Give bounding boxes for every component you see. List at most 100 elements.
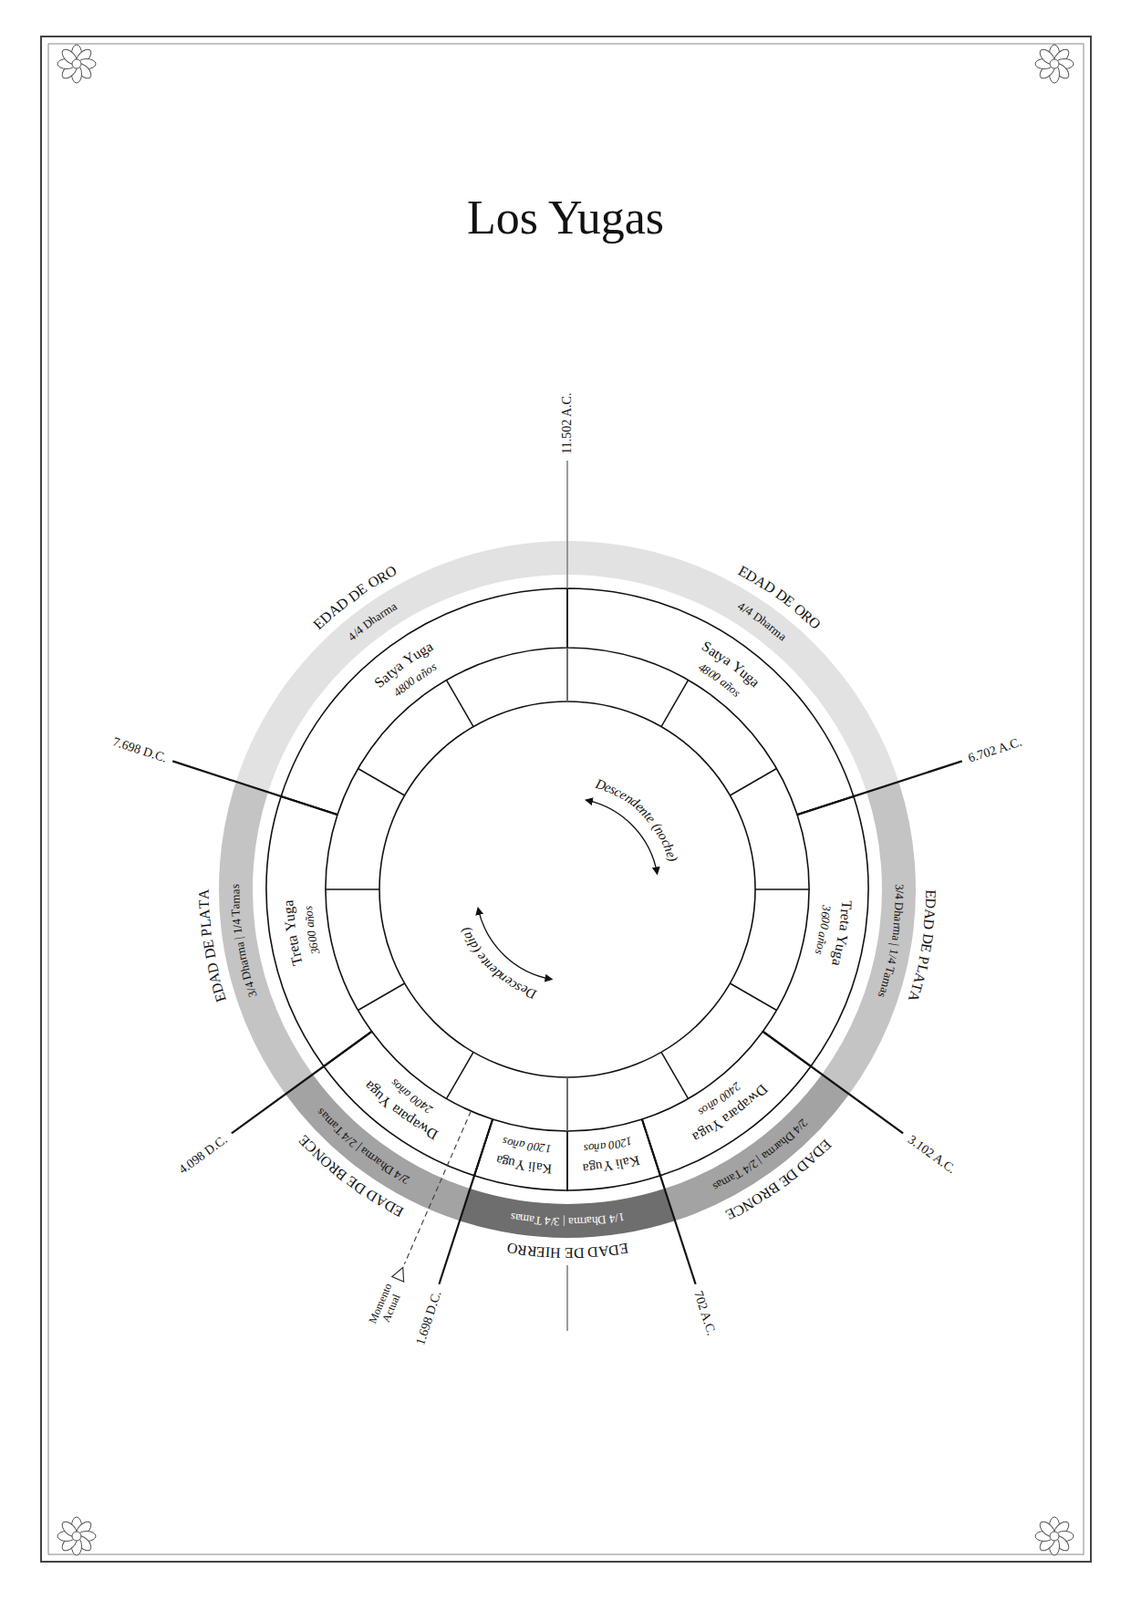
age-band: EDAD DE BRONCE2/4 Dharma | 2/4 Tamas xyxy=(661,1070,875,1250)
band-shape xyxy=(564,510,928,796)
age-band: EDAD DE BRONCE2/4 Dharma | 2/4 Tamas xyxy=(259,1070,474,1250)
corner-ornament xyxy=(1035,44,1074,84)
glyph: D xyxy=(921,897,939,909)
glyph: a xyxy=(586,1213,593,1227)
band-fill xyxy=(821,781,916,1095)
sector-border xyxy=(474,1119,568,1191)
ornament-center xyxy=(72,1531,82,1541)
yuga-duration: 1200 años xyxy=(498,1133,556,1156)
glyph: a xyxy=(568,1214,574,1228)
ring-divider xyxy=(661,680,689,727)
corner-ornament xyxy=(57,44,96,84)
glyph: 1 xyxy=(544,1141,552,1155)
corner-ornament xyxy=(57,1516,96,1556)
yuga-sector: Dwapara Yuga2400 años xyxy=(638,1027,814,1179)
dharma-ratio: 3/4 Dharma | 1/4 Tamas xyxy=(874,879,907,1002)
yuga-duration: 4800 años xyxy=(390,660,441,701)
glyph: T xyxy=(837,899,855,910)
glyph: R xyxy=(526,1241,538,1259)
glyph: / xyxy=(549,1214,554,1228)
band-fill xyxy=(236,540,568,792)
age-name: EDAD DE PLATA xyxy=(903,883,940,1007)
glyph: K xyxy=(541,1159,553,1176)
date-label: 1.698 D.C. xyxy=(413,1288,445,1347)
glyph xyxy=(560,1214,564,1228)
glyph: a xyxy=(581,1159,590,1176)
age-name: EDAD DE ORO xyxy=(310,561,401,633)
sector-outline xyxy=(759,793,872,1069)
glyph: 4 xyxy=(544,1213,551,1227)
sector-border xyxy=(762,796,869,1067)
glyph: D xyxy=(891,902,905,912)
band-shape xyxy=(207,510,571,796)
glyph: T xyxy=(196,899,214,910)
date-label: 11.502 A.C. xyxy=(560,392,574,454)
ring-divider xyxy=(661,1051,689,1099)
direction-arrow xyxy=(477,908,551,980)
yuga-duration: 2400 años xyxy=(694,1078,745,1119)
glyph: P xyxy=(197,926,216,937)
band-fill xyxy=(567,540,899,792)
date-label: 4.098 D.C. xyxy=(176,1131,231,1177)
band-fill xyxy=(459,1188,675,1238)
direction-arrow xyxy=(586,799,658,873)
page-frame xyxy=(41,36,1091,1562)
yuga-sector: Treta Yuga3600 años xyxy=(759,793,872,1069)
axis-line xyxy=(566,460,569,589)
glyph: 4 xyxy=(892,892,906,900)
sector-outline xyxy=(564,1116,664,1194)
glyph: T xyxy=(229,908,244,917)
glyph: A xyxy=(921,908,939,921)
glyph: A xyxy=(196,908,214,921)
glyph: E xyxy=(536,1242,547,1260)
ring-divider xyxy=(446,1051,475,1099)
dharma-ratio: 4/4 Dharma xyxy=(344,599,401,644)
glyph: h xyxy=(591,1213,599,1227)
inner-circle xyxy=(379,701,756,1078)
sector-outline xyxy=(471,1116,571,1194)
glyph: s xyxy=(228,883,243,889)
ornament-center xyxy=(1049,1531,1059,1541)
glyph: D xyxy=(919,918,937,931)
glyph: Y xyxy=(601,1156,613,1174)
glyph: E xyxy=(922,889,940,899)
yuga-sector: Kali Yuga1200 años xyxy=(471,1116,571,1194)
corner-ornament xyxy=(1035,1516,1074,1556)
yuga-name: Kali Yuga xyxy=(490,1151,557,1177)
dharma-ratio: 1/4 Dharma | 3/4 Tamas xyxy=(505,1208,629,1229)
ring-divider xyxy=(325,888,380,891)
date-label: 6.702 A.C. xyxy=(966,735,1024,766)
glyph: | xyxy=(887,942,902,947)
glyph: 0 xyxy=(816,922,831,931)
age-name: EDAD DE ORO xyxy=(733,561,825,633)
glyph: m xyxy=(228,893,243,904)
direction-label: Descendente (día) xyxy=(457,922,541,1002)
age-band: EDAD DE ORO4/4 Dharma xyxy=(564,510,928,796)
glyph: D xyxy=(597,1212,608,1227)
glyph: s xyxy=(582,1141,589,1155)
ring-divider xyxy=(566,1077,569,1131)
date-label: 702 A.C. xyxy=(691,1288,719,1337)
dharma-ratio: 4/4 Dharma xyxy=(734,599,790,644)
yuga-duration: 4800 años xyxy=(694,660,745,701)
glyph: | xyxy=(232,935,247,941)
glyph: a xyxy=(280,899,298,907)
ring-divider xyxy=(729,768,777,797)
glyph: 3 xyxy=(892,883,906,891)
glyph: E xyxy=(564,1244,574,1261)
axis-line xyxy=(566,647,569,702)
date-label: 7.698 D.C. xyxy=(110,735,168,767)
sector-border xyxy=(642,1031,811,1176)
dharma-ratio: 3/4 Dharma | 1/4 Tamas xyxy=(228,879,261,1002)
ornament-center xyxy=(72,59,82,69)
age-band: EDAD DE ORO4/4 Dharma xyxy=(207,510,571,796)
sector-border xyxy=(567,588,854,815)
glyph: s xyxy=(301,904,316,911)
glyph: m xyxy=(572,1214,583,1228)
yuga-duration: 3600 años xyxy=(811,901,834,959)
age-name: EDAD DE HIERRO xyxy=(501,1237,633,1262)
glyph: a xyxy=(228,902,243,910)
glyph: A xyxy=(196,889,214,901)
glyph: O xyxy=(505,1238,519,1257)
glyph: | xyxy=(562,1214,566,1228)
